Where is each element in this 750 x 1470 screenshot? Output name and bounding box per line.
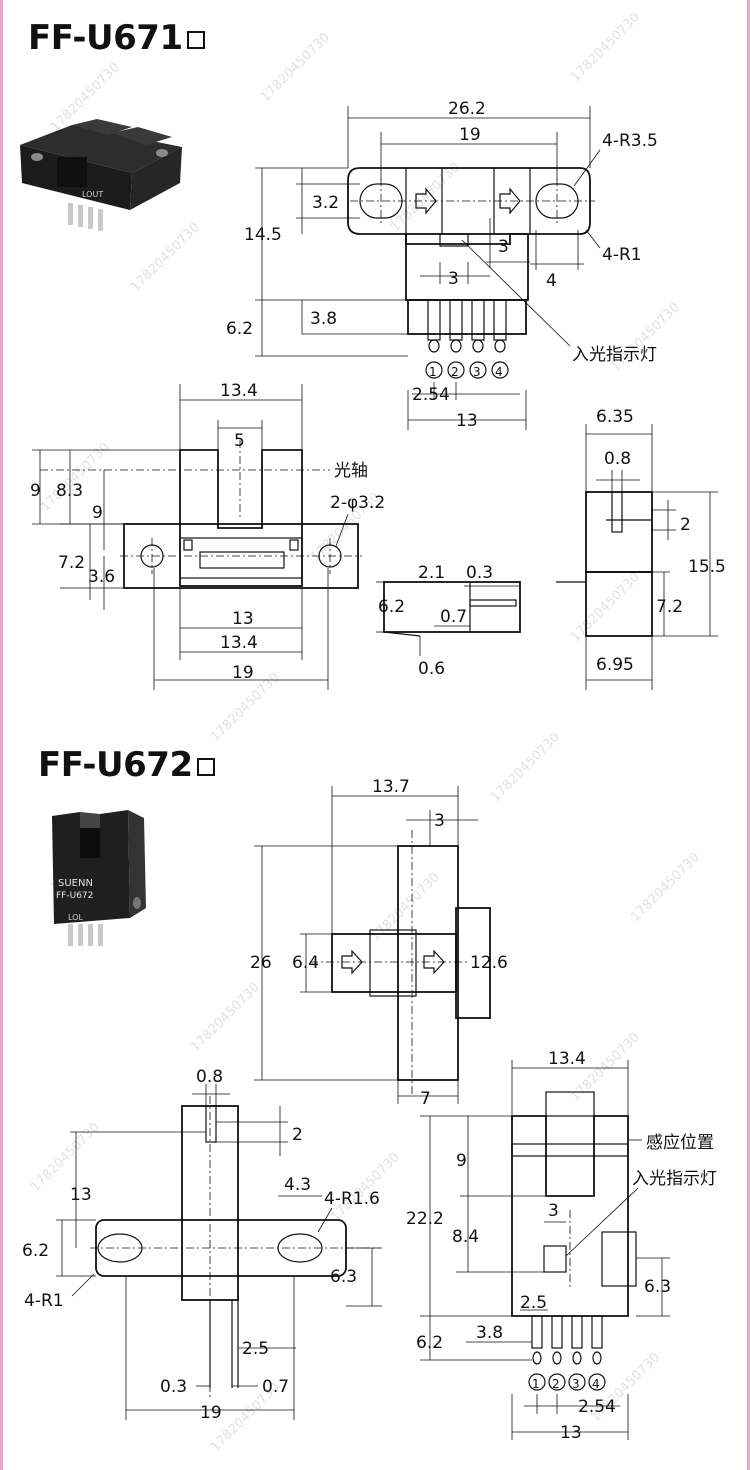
dim-label: 13	[232, 609, 254, 629]
dim-label: 3	[448, 269, 459, 289]
dim-label: 13.4	[548, 1049, 586, 1069]
dim-label: 0.7	[262, 1377, 289, 1397]
dim-label: 12.6	[470, 953, 508, 973]
indicator-label: 入光指示灯	[632, 1169, 717, 1189]
radius-label: 4-R3.5	[602, 131, 658, 151]
dim-label: 19	[459, 125, 481, 145]
dim-label: 6.2	[416, 1333, 443, 1353]
dim-label: 2.1	[418, 563, 445, 583]
dim-label: 2.5	[520, 1293, 547, 1313]
dim-label: 6.2	[378, 597, 405, 617]
dim-label: 4.3	[284, 1175, 311, 1195]
dim-label: 2	[292, 1125, 303, 1145]
suffix-box-icon	[186, 30, 205, 49]
dim-label: 6.3	[330, 1267, 357, 1287]
left-border	[0, 0, 3, 1470]
dim-label: 8.4	[452, 1227, 479, 1247]
dim-label: 6.2	[22, 1241, 49, 1261]
pin-number: 4	[592, 1377, 600, 1391]
suffix-box-icon	[196, 757, 215, 776]
dim-label: 0.8	[196, 1067, 223, 1087]
u671-side-view: 6.35 0.8 2 15.5 7.2 6.95 6.2 2.1 0.3 0.7	[376, 407, 726, 690]
dim-label: 6.4	[292, 953, 319, 973]
product-photo-u672: SUENN FF-U672 LOL	[52, 810, 146, 946]
dim-label: 22.2	[406, 1209, 444, 1229]
dim-label: 3	[548, 1201, 559, 1221]
dim-label: 13	[456, 411, 478, 431]
dim-label: 0.3	[160, 1377, 187, 1397]
dim-label: 2	[680, 515, 691, 535]
model-name: FF-U672	[38, 745, 193, 785]
dim-label: 7	[420, 1089, 431, 1109]
photo-model: FF-U672	[56, 891, 93, 901]
photo-body-label: LOUT	[82, 190, 103, 199]
dim-label: 4	[546, 271, 557, 291]
pin-number: 2	[451, 365, 459, 379]
dim-label: 6.2	[226, 319, 253, 339]
pin-number: 3	[473, 365, 481, 379]
dim-label: 14.5	[244, 225, 282, 245]
u671-front-view: 13.4 5 光轴 2-φ3.2 9 8.3 9 7.2 3.6 13 13.4	[30, 381, 385, 690]
indicator-label: 入光指示灯	[572, 345, 657, 365]
dim-label: 3.8	[310, 309, 337, 329]
u671-top-view: 1 2 3 4 26.2 19 4-R3.5 4-R1 3.2 14.5 3	[226, 99, 658, 431]
dim-label: 3	[434, 811, 445, 831]
dim-label: 26	[250, 953, 272, 973]
dim-label: 6.35	[596, 407, 634, 427]
dim-label: 6.95	[596, 655, 634, 675]
u672-side-view: 0.8 2 13 4.3 4-R1.6 6.2 6.3 4-R1 2.5 0.3…	[22, 1067, 382, 1423]
radius-label: 4-R1.6	[324, 1189, 380, 1209]
pin-number: 1	[532, 1377, 540, 1391]
dim-label: 26.2	[448, 99, 486, 119]
dim-label: 0.7	[440, 607, 467, 627]
pin-number: 1	[429, 365, 437, 379]
sense-position-label: 感应位置	[646, 1133, 714, 1153]
dim-label: 2.54	[578, 1397, 616, 1417]
optical-axis-label: 光轴	[334, 461, 368, 481]
u672-top-view: 13.7 3 26 6.4 12.6 7	[250, 777, 508, 1109]
dim-label: 13	[70, 1185, 92, 1205]
dim-label: 9	[92, 503, 103, 523]
dim-label: 0.8	[604, 449, 631, 469]
dim-label: 3.2	[312, 193, 339, 213]
dim-label: 13	[560, 1423, 582, 1443]
section-title-u672: FF-U672	[38, 745, 215, 785]
dim-label: 9	[456, 1151, 467, 1171]
dim-label: 3	[498, 237, 509, 257]
dim-label: 13.4	[220, 633, 258, 653]
product-photo-u671: LOUT	[20, 119, 182, 231]
right-border	[747, 0, 750, 1470]
dim-label: 6.3	[644, 1277, 671, 1297]
pin-number: 2	[552, 1377, 560, 1391]
section-title-u671: FF-U671	[28, 18, 205, 58]
dim-label: 7.2	[58, 553, 85, 573]
dim-label: 5	[234, 431, 245, 451]
radius-label: 4-R1	[602, 245, 642, 265]
dim-label: 2.54	[412, 385, 450, 405]
dim-label: 8.3	[56, 481, 83, 501]
dim-label: 13.7	[372, 777, 410, 797]
dim-label: 3.6	[88, 567, 115, 587]
photo-body-label: LOL	[68, 913, 83, 922]
u672-front-view: 1 2 3 4 13.4 感应位置 入光指示灯 9 22.2 3 8.4	[406, 1049, 717, 1443]
dim-label: 0.3	[466, 563, 493, 583]
dim-label: 2.5	[242, 1339, 269, 1359]
hole-label: 2-φ3.2	[330, 493, 385, 513]
dim-label: 7.2	[656, 597, 683, 617]
dim-label: 15.5	[688, 557, 726, 577]
dim-label: 19	[232, 663, 254, 683]
dim-label: 3.8	[476, 1323, 503, 1343]
radius-label: 4-R1	[24, 1291, 64, 1311]
dim-label: 19	[200, 1403, 222, 1423]
photo-brand: SUENN	[58, 878, 93, 889]
dim-label: 9	[30, 481, 41, 501]
dim-label: 13.4	[220, 381, 258, 401]
pin-number: 3	[572, 1377, 580, 1391]
dim-label: 0.6	[418, 659, 445, 679]
model-name: FF-U671	[28, 18, 183, 58]
pin-number: 4	[495, 365, 503, 379]
